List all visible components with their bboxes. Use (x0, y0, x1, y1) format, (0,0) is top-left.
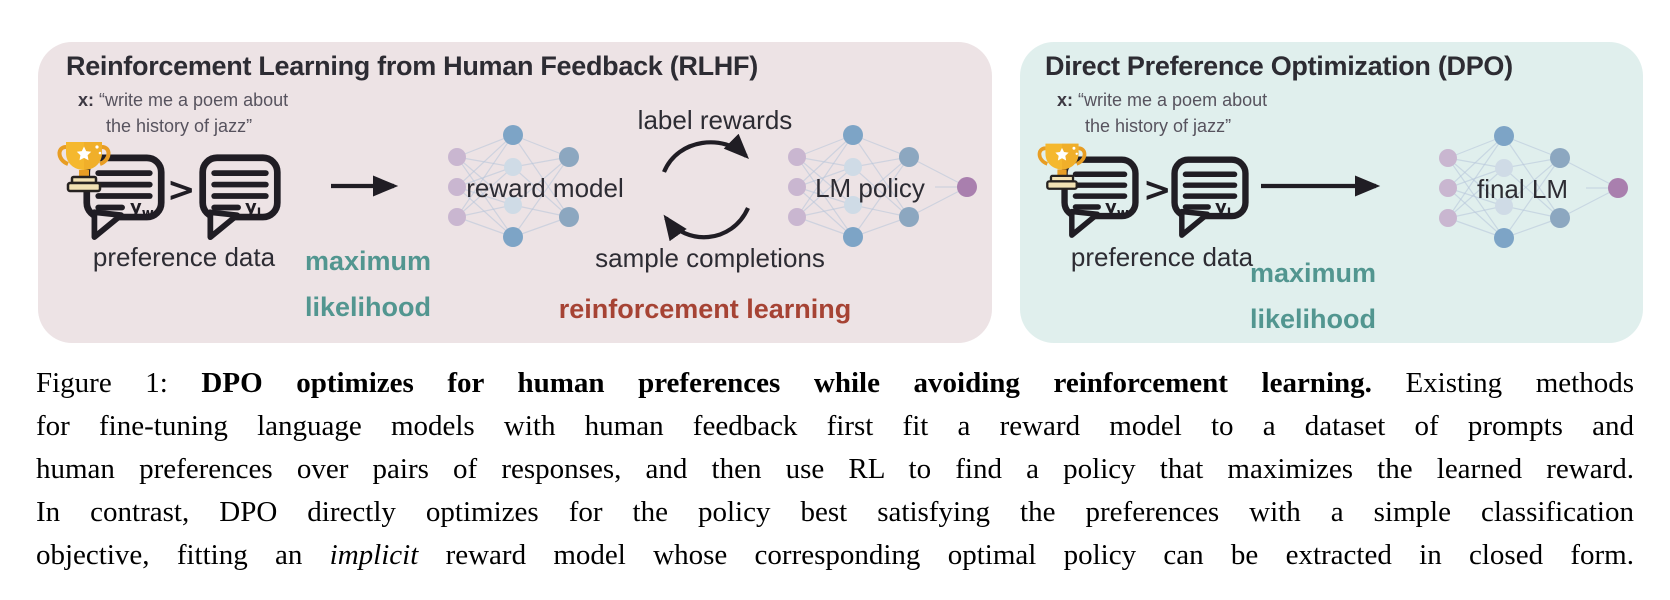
trophy-icon (57, 142, 111, 193)
reinforcement-learning-label: reinforcement learning (558, 294, 852, 324)
loser-response-bubble: yl (1170, 155, 1250, 239)
rlhf-prompt-line1: x: “write me a poem about (78, 90, 289, 110)
winner-label: yw (1105, 197, 1129, 222)
rlhf-preference-data-label: preference data (92, 242, 276, 272)
prompt-x-label: x: (78, 90, 95, 110)
flow-arrow-icon (331, 175, 399, 197)
winner-label: yw (130, 197, 154, 222)
rl-cycle-arrows-icon (662, 133, 750, 242)
lm-policy-network (788, 125, 977, 247)
caption-line: Figure 1: DPO optimizes for human prefer… (36, 367, 1634, 399)
dpo-prompt-line1: x: “write me a poem about (1057, 90, 1268, 110)
loser-label: yl (245, 197, 262, 222)
winner-response-bubble: yw (1060, 155, 1140, 239)
loser-label: yl (1215, 197, 1232, 222)
reward-model-network (448, 125, 579, 247)
speech-bubble-icon (1061, 156, 1139, 238)
dpo-panel: Direct Preference Optimization (DPO) x: … (1020, 42, 1643, 343)
caption-line: In contrast, DPO directly optimizes for … (36, 496, 1634, 528)
preference-gt-symbol: > (167, 170, 196, 210)
lm-policy-label: LM policy (815, 173, 925, 203)
loser-response-bubble: yl (197, 153, 283, 241)
caption-line: human preferences over pairs of response… (36, 453, 1634, 485)
rlhf-prompt-line2: the history of jazz” (106, 116, 253, 136)
speech-bubble-icon (1171, 156, 1249, 238)
label-rewards-label: label rewards (637, 105, 793, 135)
flow-arrow-icon (1261, 175, 1381, 197)
dpo-preference-data-label: preference data (1070, 242, 1254, 272)
caption-line: objective, fitting an implicit reward mo… (36, 539, 1634, 571)
preference-gt-symbol: > (1143, 170, 1172, 210)
dpo-prompt-line2: the history of jazz” (1085, 116, 1232, 136)
dpo-maximum-likelihood-label: maximum likelihood (1250, 258, 1377, 334)
dpo-title: Direct Preference Optimization (DPO) (1045, 51, 1513, 81)
trophy-icon (1037, 143, 1087, 190)
rlhf-maximum-likelihood-label: maximum likelihood (305, 246, 432, 322)
reward-model-label: reward model (466, 173, 624, 203)
sample-completions-label: sample completions (595, 243, 825, 273)
rlhf-title: Reinforcement Learning from Human Feedba… (66, 51, 758, 81)
prompt-x-label: x: (1057, 90, 1074, 110)
figure-caption: Figure 1: DPO optimizes for human prefer… (36, 362, 1634, 577)
final-lm-label: final LM (1476, 174, 1569, 204)
final-lm-network (1439, 126, 1628, 248)
caption-line: for fine-tuning language models with hum… (36, 410, 1634, 442)
speech-bubble-icon (199, 154, 281, 241)
rlhf-panel: Reinforcement Learning from Human Feedba… (38, 42, 992, 343)
